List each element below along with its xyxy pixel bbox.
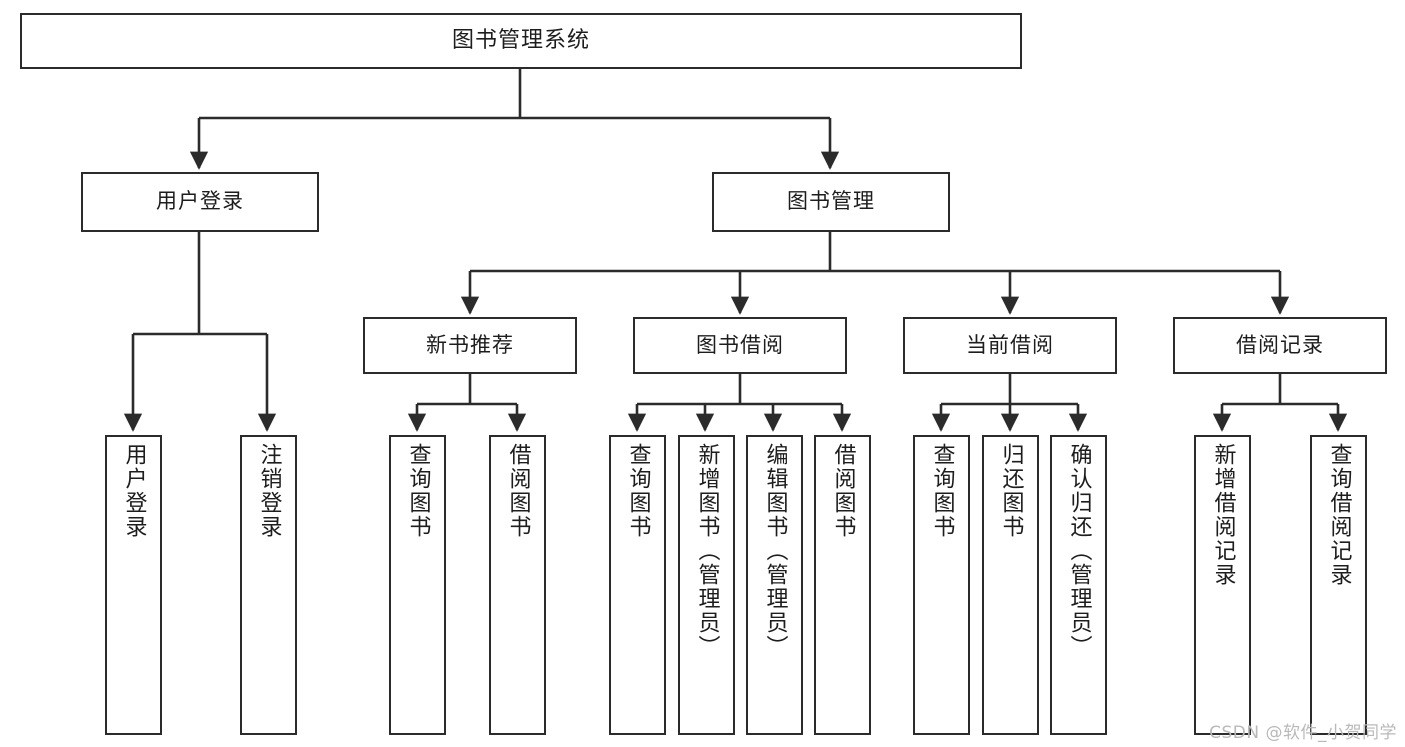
node-new-book-recommend[interactable]: 新书推荐: [363, 317, 577, 374]
leaf-new-book-query-book[interactable]: 查询图书: [389, 435, 446, 735]
node-label: 借阅图书: [505, 443, 531, 539]
leaf-book-borrow-query-book[interactable]: 查询图书: [609, 435, 666, 735]
node-label: 图书管理系统: [451, 27, 590, 53]
node-book-management[interactable]: 图书管理: [712, 172, 950, 232]
leaf-book-borrow-add-book-admin[interactable]: 新增图书（管理员）: [678, 435, 735, 735]
node-label: 新增借阅记录: [1210, 443, 1236, 587]
leaf-borrow-record-query-record[interactable]: 查询借阅记录: [1310, 435, 1367, 735]
node-label: 编辑图书（管理员）: [762, 443, 788, 659]
node-label: 查询图书: [929, 443, 955, 539]
node-borrow-record[interactable]: 借阅记录: [1173, 317, 1387, 374]
node-label: 用户登录: [156, 189, 244, 214]
leaf-current-borrow-return-book[interactable]: 归还图书: [982, 435, 1039, 735]
leaf-user-login-logout[interactable]: 注销登录: [240, 435, 297, 735]
csdn-watermark: CSDN @软件_小贺同学: [1209, 723, 1397, 743]
node-label: 查询图书: [405, 443, 431, 539]
node-label: 确认归还（管理员）: [1066, 443, 1092, 659]
node-root-book-management-system[interactable]: 图书管理系统: [20, 13, 1022, 69]
node-label: 图书管理: [787, 189, 875, 214]
node-label: 新书推荐: [426, 332, 514, 357]
leaf-user-login-login[interactable]: 用户登录: [105, 435, 162, 735]
node-user-login[interactable]: 用户登录: [81, 172, 319, 232]
leaf-book-borrow-borrow-book[interactable]: 借阅图书: [814, 435, 871, 735]
node-label: 查询借阅记录: [1326, 443, 1352, 587]
leaf-borrow-record-add-record[interactable]: 新增借阅记录: [1194, 435, 1251, 735]
node-label: 新增图书（管理员）: [694, 443, 720, 659]
leaf-book-borrow-edit-book-admin[interactable]: 编辑图书（管理员）: [746, 435, 803, 735]
node-label: 借阅记录: [1236, 332, 1324, 357]
node-book-borrow[interactable]: 图书借阅: [633, 317, 847, 374]
leaf-new-book-borrow-book[interactable]: 借阅图书: [489, 435, 546, 735]
node-label: 用户登录: [121, 443, 147, 539]
node-current-borrow[interactable]: 当前借阅: [903, 317, 1117, 374]
node-label: 归还图书: [998, 443, 1024, 539]
node-label: 查询图书: [625, 443, 651, 539]
node-label: 当前借阅: [966, 332, 1054, 357]
leaf-current-borrow-query-book[interactable]: 查询图书: [913, 435, 970, 735]
node-label: 注销登录: [256, 443, 282, 539]
node-label: 图书借阅: [696, 332, 784, 357]
node-label: 借阅图书: [830, 443, 856, 539]
leaf-current-borrow-confirm-return-admin[interactable]: 确认归还（管理员）: [1050, 435, 1107, 735]
